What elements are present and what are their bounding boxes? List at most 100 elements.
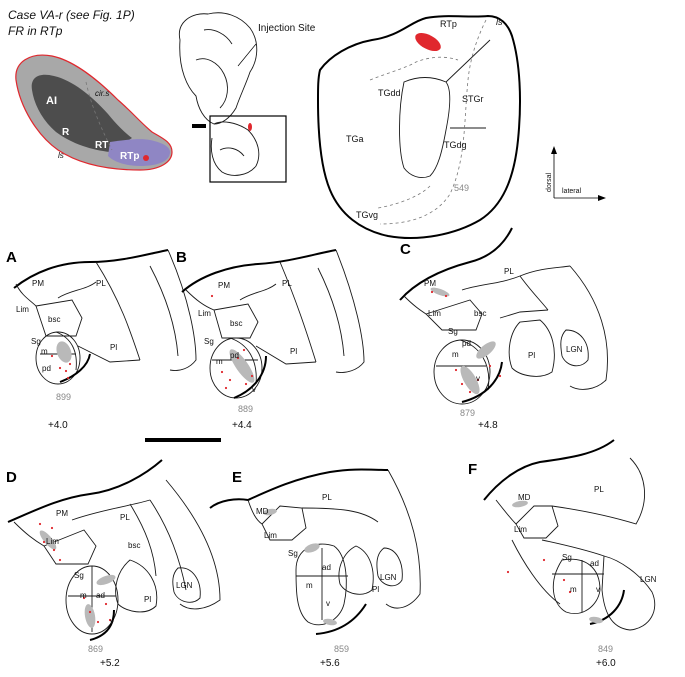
panel-f-v: v [596,585,600,594]
panel-d-section: 869 [88,644,103,654]
inset-label-rt: RT [95,140,108,151]
main-label-tgdd: TGdd [378,88,401,98]
panel-c-pl: PL [504,267,514,276]
panel-a-level: +4.0 [48,420,68,431]
panel-e-lgn: LGN [380,573,397,582]
orientation-lateral: lateral [562,188,582,195]
panel-c-v: v [476,374,480,383]
panel-e-v: v [326,599,330,608]
inset-label-ai: AI [46,95,57,107]
panel-c-lgn: LGN [566,345,583,354]
panel-e-pl: PL [322,493,332,502]
main-section: RTp ls TGdd STGr TGa TGdg TGvg 549 [316,14,521,239]
panel-f-section: 849 [598,644,613,654]
panel-f-lim: Lim [514,525,527,534]
inset-cir-s-line [85,81,113,151]
panel-d-bsc: bsc [128,541,140,550]
panel-b-level: +4.4 [232,420,252,431]
injection-scale-bar [192,124,206,128]
orientation-dorsal: dorsal [546,172,553,192]
panel-e-ad: ad [322,563,331,572]
panel-d-level: +5.2 [100,658,120,669]
panel-a-bsc: bsc [48,315,60,324]
injection-site-mark [248,123,252,131]
panel-b-lim: Lim [198,309,211,318]
panel-f-ad: ad [590,559,599,568]
inset-label-cirs: cir.s [95,89,109,98]
panel-e-level: +5.6 [320,658,340,669]
panel-d-ad: ad [96,591,105,600]
panel-d-m: m [80,591,87,600]
panel-b-letter: B [176,249,187,266]
panel-a-section: 899 [56,392,71,402]
main-section-outline [316,14,521,239]
panel-a-lim: Lim [16,305,29,314]
panel-a-pl: PL [96,279,106,288]
injection-pointer-line [237,43,257,67]
caption-line-1: Case VA-r (see Fig. 1P) [8,8,135,22]
panel-d-pl: PL [120,513,130,522]
panel-e-lim: Lim [264,531,277,540]
panel-c-m: m [452,350,459,359]
panel-c-lim: Lim [428,309,441,318]
panel-f-level: +6.0 [596,658,616,669]
main-label-rtp: RTp [440,19,457,29]
cortical-map-inset: AI cir.s R RT RTp ls [15,54,173,171]
panel-c-sg: Sg [448,327,458,336]
main-label-ls: ls [496,17,503,27]
main-label-stgr: STGr [462,94,484,104]
panel-e-sg: Sg [288,549,298,558]
panel-f-letter: F [468,461,477,478]
main-dash-3 [377,185,431,209]
panel-b-pd: pd [230,351,239,360]
panel-a-pd: pd [42,364,51,373]
injection-label-text: Injection Site [258,23,316,34]
panel-c-pm: PM [424,279,436,288]
injection-lower-outline [210,121,260,176]
panel-a: A PM PL Lim bsc Sg m pd Pl 899 +4.0 [6,249,197,431]
panel-b-pl: PL [282,279,292,288]
panel-c-bsc: bsc [474,309,486,318]
panel-f-pl: PL [594,485,604,494]
panel-b-pi: Pl [290,347,297,356]
inset-injection-dot [143,155,149,161]
main-label-tgvg: TGvg [356,210,378,220]
panel-c-pd: pd [462,339,471,348]
panel-d-sg: Sg [74,571,84,580]
panel-c-section: 879 [460,408,475,418]
caption-line-2: FR in RTp [8,24,63,38]
main-label-tgdg: TGdg [444,140,467,150]
panel-b-m: m [216,357,223,366]
inset-dark-region [31,74,133,152]
panel-d: D PM PL Lim bsc Sg m ad v Pl LGN 869 +5.… [6,459,221,669]
panel-c: C PM PL Lim bsc Sg pd m v Pl LGN 879 +4.… [399,227,608,431]
main-section-number: 549 [454,183,469,193]
inset-label-ls: ls [58,151,64,160]
panel-f-sg: Sg [562,553,572,562]
panel-f: F MD PL Lim Sg m ad v LGN 849 +6.0 [468,439,657,669]
panel-c-level: +4.8 [478,420,498,431]
panel-b-bsc: bsc [230,319,242,328]
panel-e-section: 859 [334,644,349,654]
panel-b: B PM PL Lim bsc Sg m pd v Pl 889 +4.4 [176,249,365,431]
panel-b-section: 889 [238,404,253,414]
panel-e: E MD PL Lim Sg m ad v Pl LGN 859 +5.6 [209,468,421,669]
inset-label-rtp: RTp [120,151,139,162]
main-dash-1 [379,19,487,225]
panel-e-md: MD [256,507,269,516]
injection-label: Injection Site [258,23,316,34]
panel-a-m: m [41,347,48,356]
panel-d-pm: PM [56,509,68,518]
panel-a-pm: PM [32,279,44,288]
panel-b-pm: PM [218,281,230,290]
main-label-tga: TGa [346,134,364,144]
panel-a-pi: Pl [110,343,117,352]
panel-f-lgn: LGN [640,575,657,584]
panel-e-m: m [306,581,313,590]
panel-d-pi: Pl [144,595,151,604]
panel-a-sg: Sg [31,337,41,346]
panel-d-lgn: LGN [176,581,193,590]
scale-bar [145,438,221,442]
inset-rtp-region [108,139,170,166]
panel-b-v: v [252,385,256,394]
